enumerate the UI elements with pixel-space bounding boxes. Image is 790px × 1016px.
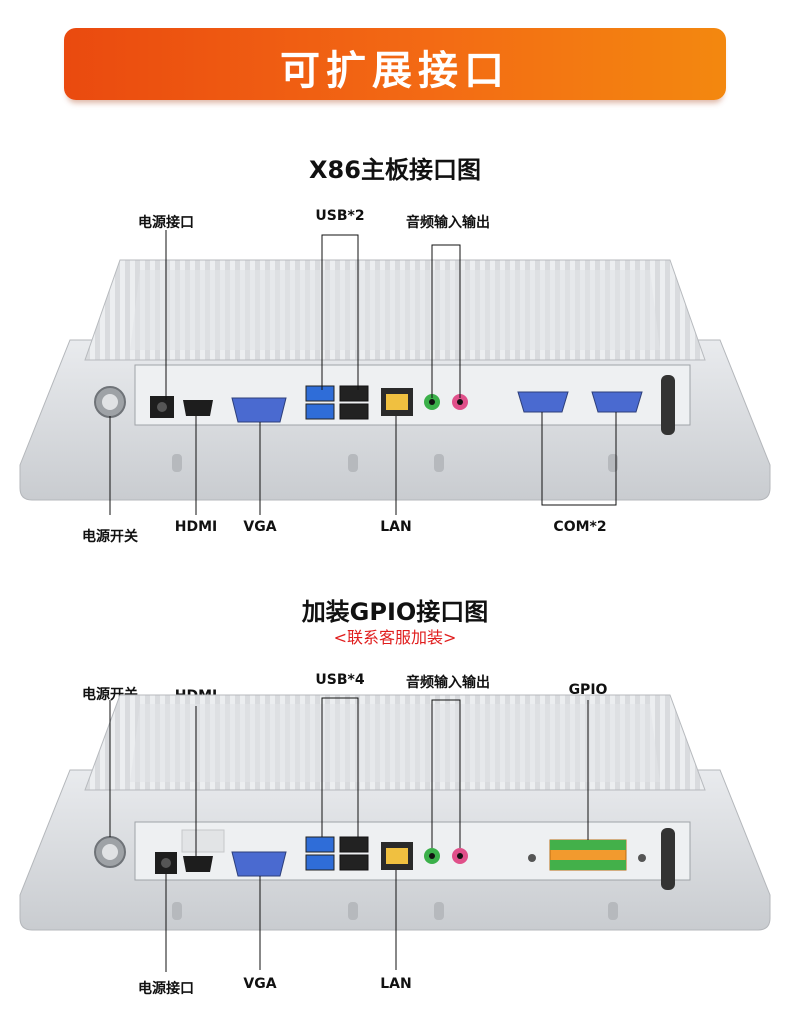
label-usb-2: USB*4: [315, 672, 365, 688]
label-vga: VGA: [243, 519, 277, 535]
section1-title: X86主板接口图: [309, 156, 481, 184]
label-lan: LAN: [380, 519, 412, 535]
section2-subtitle: <联系客服加装>: [333, 628, 457, 647]
section2-title: 加装GPIO接口图: [301, 598, 489, 626]
label-power-port: 电源接口: [138, 215, 194, 231]
label-com: COM*2: [553, 519, 607, 535]
section-banner: 可扩展接口: [64, 28, 726, 100]
label-power-port-2: 电源接口: [138, 981, 194, 997]
label-vga-2: VGA: [243, 976, 277, 992]
x86-board-panel-image: [19, 230, 771, 515]
label-audio: 音频输入输出: [406, 215, 490, 231]
banner-title: 可扩展接口: [280, 48, 510, 94]
label-power-switch: 电源开关: [82, 529, 138, 545]
label-audio-2: 音频输入输出: [406, 675, 490, 691]
label-lan-2: LAN: [380, 976, 412, 992]
label-gpio: GPIO: [568, 682, 608, 698]
gpio-board-panel-image: [19, 694, 771, 972]
label-hdmi: HDMI: [174, 519, 218, 535]
label-usb: USB*2: [315, 208, 365, 224]
